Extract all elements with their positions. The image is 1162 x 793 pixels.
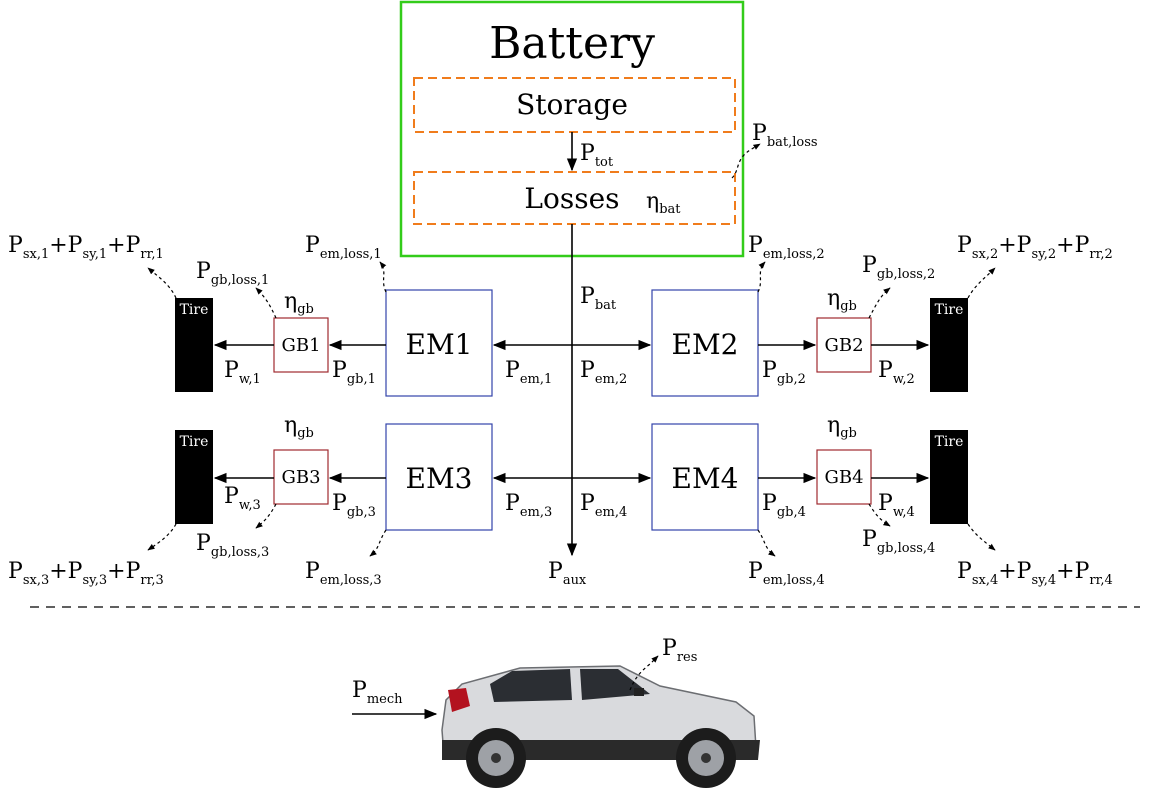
- p-tot-label: Ptot: [580, 141, 614, 170]
- tire-1: [175, 298, 213, 392]
- tire-2: [930, 298, 968, 392]
- p-em2-label: Pem,2: [580, 358, 627, 387]
- em3-loss-arrow: [369, 529, 387, 557]
- p-bat-label: Pbat: [580, 284, 617, 313]
- p-em-loss-4-label: Pem,loss,4: [748, 559, 825, 588]
- gb3-box: [273, 449, 329, 505]
- p-gb-loss-1-label: Pgb,loss,1: [196, 259, 269, 288]
- em2-loss-arrow: [757, 261, 766, 293]
- eta-gb-4: ηgb: [827, 413, 857, 441]
- p-em-loss-1-label: Pem,loss,1: [305, 233, 382, 262]
- p-gb3-label: Pgb,3: [332, 491, 376, 520]
- tire2-loss-arrow: [967, 267, 996, 299]
- em2-label: EM2: [672, 328, 739, 361]
- p-w1-label: Pw,1: [224, 358, 261, 387]
- gb4-loss-arrow: [868, 503, 891, 527]
- em1-box: [385, 289, 493, 397]
- gb1-label: GB1: [281, 335, 320, 356]
- p-w3-label: Pw,3: [224, 484, 261, 513]
- p-em-loss-2-label: Pem,loss,2: [748, 233, 825, 262]
- p-em4-label: Pem,4: [580, 491, 627, 520]
- p-gb-loss-3-label: Pgb,loss,3: [196, 531, 269, 560]
- bat-loss-arrow: [731, 143, 761, 179]
- tire-3: [175, 430, 213, 524]
- storage-box: [413, 77, 736, 133]
- em1-loss-arrow: [379, 261, 387, 293]
- p-gb2-label: Pgb,2: [762, 358, 806, 387]
- tire-4-label: Tire: [935, 434, 964, 450]
- eta-gb-1: ηgb: [284, 289, 314, 317]
- gb3-loss-arrow: [255, 503, 277, 529]
- p-gb-loss-4-label: Pgb,loss,4: [862, 527, 935, 556]
- eta-gb-3: ηgb: [284, 413, 314, 441]
- p-aux-label: Paux: [548, 559, 587, 588]
- p-em3-label: Pem,3: [505, 491, 552, 520]
- gb2-label: GB2: [824, 335, 863, 356]
- p-gb-loss-2-label: Pgb,loss,2: [862, 253, 935, 282]
- tire-1-label: Tire: [180, 302, 209, 318]
- eta-gb-2: ηgb: [827, 286, 857, 314]
- em1-label: EM1: [406, 328, 473, 361]
- gb2-loss-arrow: [868, 287, 891, 319]
- tire-2-label: Tire: [935, 302, 964, 318]
- tire4-loss-arrow: [967, 523, 996, 551]
- p-w4-label: Pw,4: [878, 491, 915, 520]
- gb1-loss-arrow: [255, 287, 277, 319]
- em4-box: [651, 423, 759, 531]
- gb3-label: GB3: [281, 467, 320, 488]
- tire-loss-1-label: Psx,1+Psy,1+Prr,1: [8, 233, 164, 262]
- tire1-loss-arrow: [147, 267, 177, 299]
- em3-label: EM3: [406, 462, 473, 495]
- em3-box: [385, 423, 493, 531]
- p-gb4-label: Pgb,4: [762, 491, 806, 520]
- battery-title: Battery: [489, 18, 655, 69]
- p-res-label: Pres: [662, 636, 697, 665]
- tire-3-label: Tire: [180, 434, 209, 450]
- p-mech-label: Pmech: [352, 678, 403, 707]
- gb4-box: [816, 449, 872, 505]
- p-gb1-label: Pgb,1: [332, 358, 376, 387]
- em4-loss-arrow: [757, 529, 776, 557]
- losses-box: [413, 171, 736, 225]
- em4-label: EM4: [672, 462, 739, 495]
- eta-bat: ηbat: [646, 189, 681, 217]
- losses-label: Losses: [524, 182, 619, 215]
- car-illustration: [441, 665, 760, 788]
- p-em-loss-3-label: Pem,loss,3: [305, 559, 382, 588]
- em2-box: [651, 289, 759, 397]
- p-bat-loss-label: Pbat,loss: [752, 121, 818, 150]
- tire-loss-3-label: Psx,3+Psy,3+Prr,3: [8, 559, 164, 588]
- tire-loss-2-label: Psx,2+Psy,2+Prr,2: [957, 233, 1113, 262]
- tire-4: [930, 430, 968, 524]
- gb4-label: GB4: [824, 467, 863, 488]
- storage-label: Storage: [516, 88, 628, 121]
- p-res-arrow: [629, 655, 659, 691]
- tire-loss-4-label: Psx,4+Psy,4+Prr,4: [957, 559, 1113, 588]
- p-w2-label: Pw,2: [878, 358, 915, 387]
- p-em1-label: Pem,1: [505, 358, 552, 387]
- tire3-loss-arrow: [147, 523, 177, 551]
